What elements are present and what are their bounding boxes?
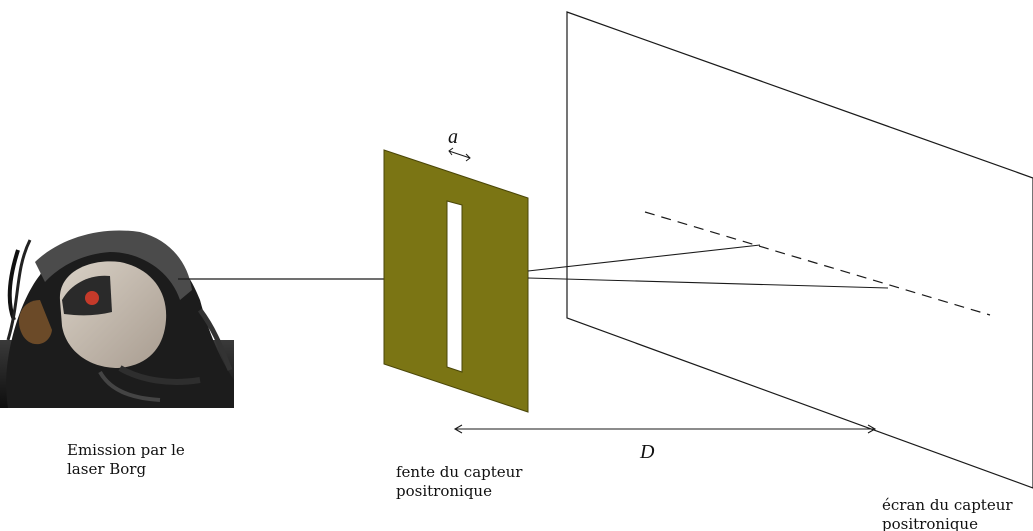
slit-caption: fente du capteur positronique — [396, 463, 522, 501]
screen-caption: écran du capteur positronique — [882, 496, 1013, 531]
slit-width-label: a — [448, 126, 458, 148]
laser-caption-line2: laser Borg — [67, 460, 147, 478]
screen-caption-line2: positronique — [882, 515, 978, 531]
screen-caption-line1: écran du capteur — [882, 496, 1013, 514]
slit-opening — [446, 200, 463, 373]
screen — [566, 11, 1033, 489]
slit-caption-line1: fente du capteur — [396, 463, 523, 481]
slit-caption-line2: positronique — [396, 482, 492, 500]
laser-caption: Emission par le laser Borg — [67, 441, 185, 479]
laser-caption-line1: Emission par le — [67, 441, 185, 459]
diffracted-ray-upper — [527, 244, 761, 272]
distance-label: D — [640, 441, 655, 463]
slit-plate — [383, 149, 529, 413]
borg-laser-image — [0, 230, 234, 408]
slit-width-arrow — [448, 150, 471, 159]
diffracted-ray-lower — [527, 277, 889, 289]
fringe-dashed-line — [644, 211, 991, 316]
